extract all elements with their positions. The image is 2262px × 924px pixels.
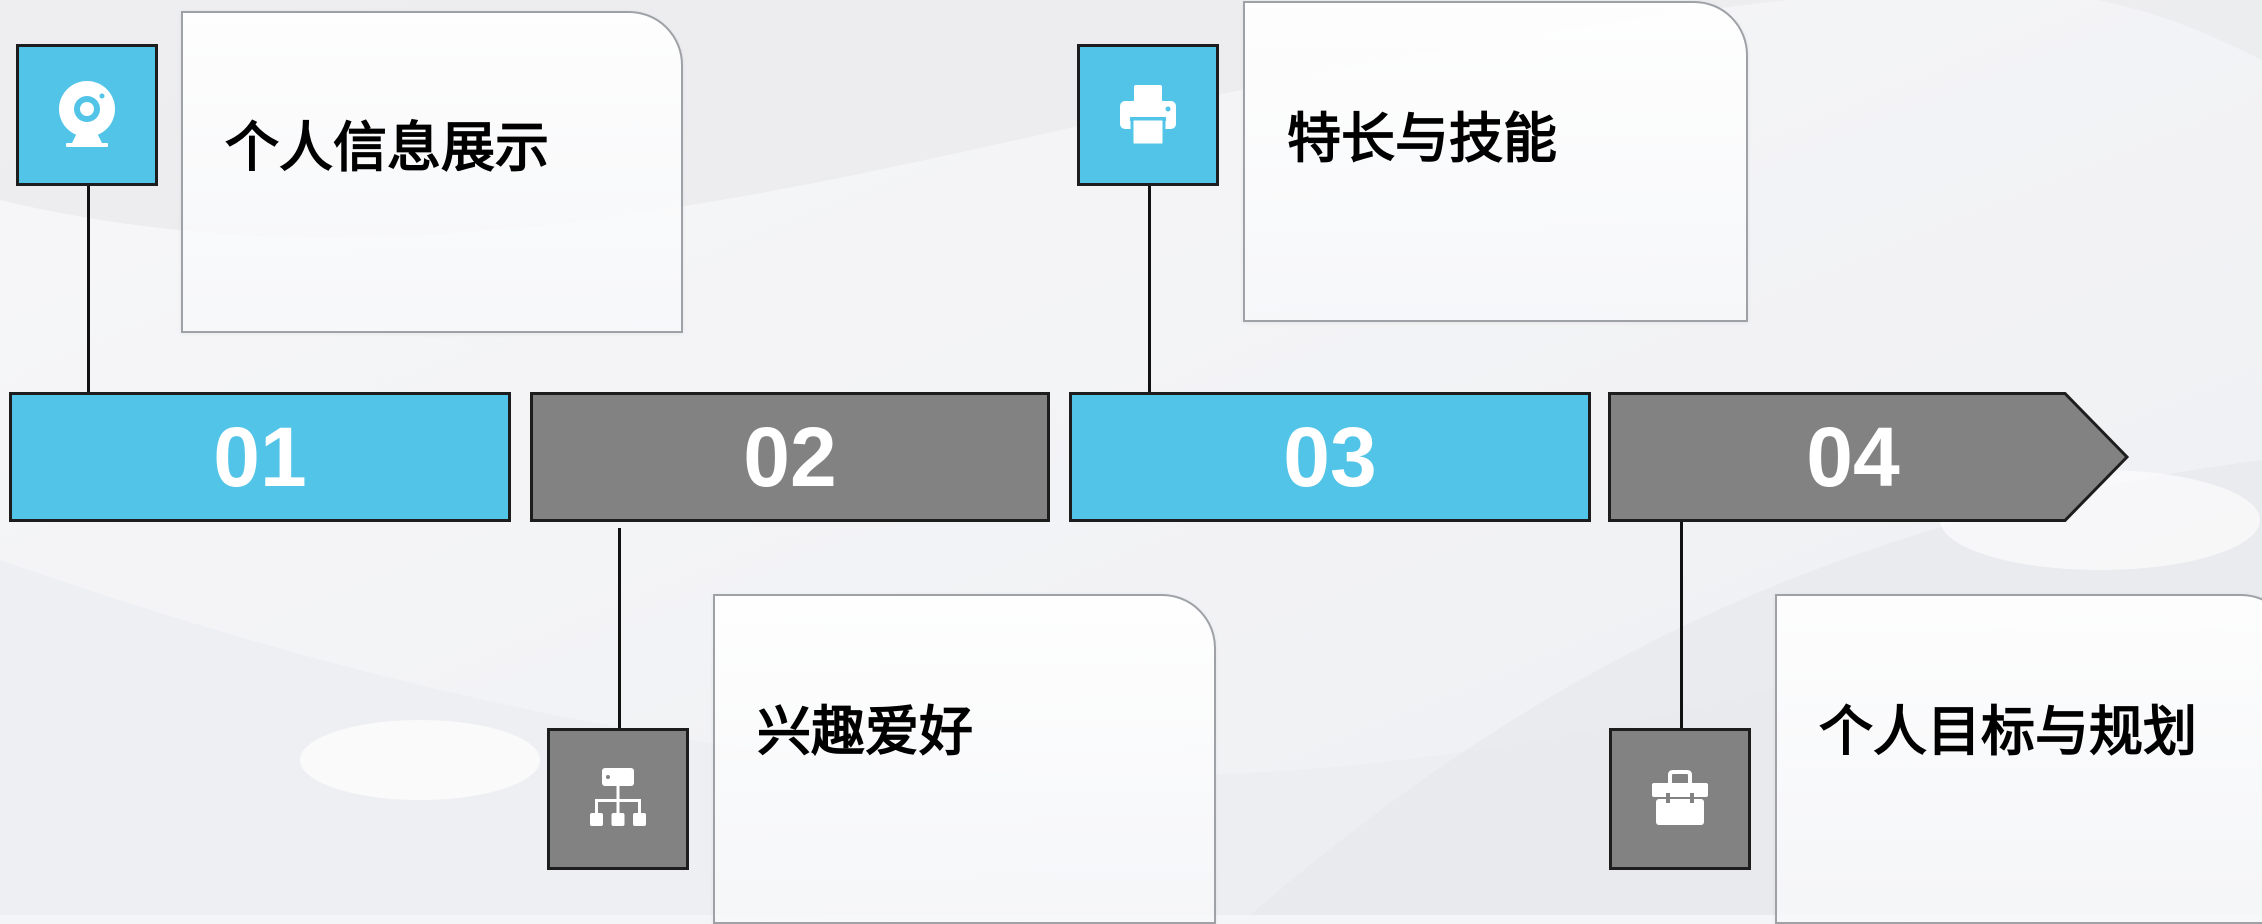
step-2-number: 02 xyxy=(743,410,837,504)
icon-box-step-1 xyxy=(16,44,158,186)
card-step-3 xyxy=(1243,1,1748,322)
step-2-title: 兴趣爱好 xyxy=(757,700,973,763)
step-1-number: 01 xyxy=(213,410,307,504)
step-bar-3: 03 xyxy=(1069,392,1591,522)
step-4-number: 04 xyxy=(1806,410,1900,504)
step-1-title: 个人信息展示 xyxy=(225,116,549,179)
icon-box-step-4 xyxy=(1609,728,1751,870)
toolbox-icon xyxy=(1652,770,1708,825)
printer-icon xyxy=(1120,85,1176,147)
connector-step-3 xyxy=(1148,186,1151,392)
card-step-1 xyxy=(181,11,683,333)
step-bar-1: 01 xyxy=(9,392,511,522)
connector-step-4 xyxy=(1680,522,1683,732)
webcam-icon xyxy=(59,81,115,147)
hierarchy-icon xyxy=(590,768,646,826)
icon-box-step-3 xyxy=(1077,44,1219,186)
connector-step-2 xyxy=(618,528,621,732)
card-step-2 xyxy=(713,594,1216,924)
icon-box-step-2 xyxy=(547,728,689,870)
step-4-title: 个人目标与规划 xyxy=(1819,700,2197,763)
step-bar-2: 02 xyxy=(530,392,1050,522)
card-step-4 xyxy=(1775,594,2262,924)
step-bar-4: 04 xyxy=(1608,392,2130,522)
step-3-number: 03 xyxy=(1283,410,1377,504)
step-3-title: 特长与技能 xyxy=(1287,107,1557,170)
connector-step-1 xyxy=(87,186,90,392)
step-4-arrow-shape xyxy=(1608,392,2130,522)
